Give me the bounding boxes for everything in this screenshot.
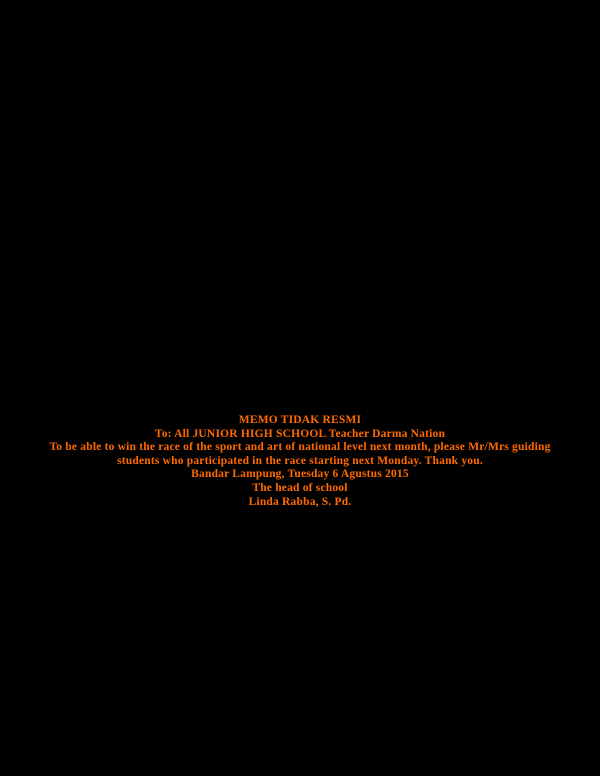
memo-closing: The head of school [252, 481, 348, 494]
memo-title: MEMO TIDAK RESMI [238, 414, 362, 426]
memo-signature: Linda Rabba, S. Pd. [248, 495, 352, 508]
memo-body: To be able to win the race of the sport … [49, 441, 551, 467]
memo-text-block: MEMO TIDAK RESMI To: All JUNIOR HIGH SCH… [27, 414, 573, 509]
memo-to-line: To: All JUNIOR HIGH SCHOOL Teacher Darma… [154, 427, 446, 440]
memo-place-date: Bandar Lampung, Tuesday 6 Agustus 2015 [191, 468, 409, 481]
